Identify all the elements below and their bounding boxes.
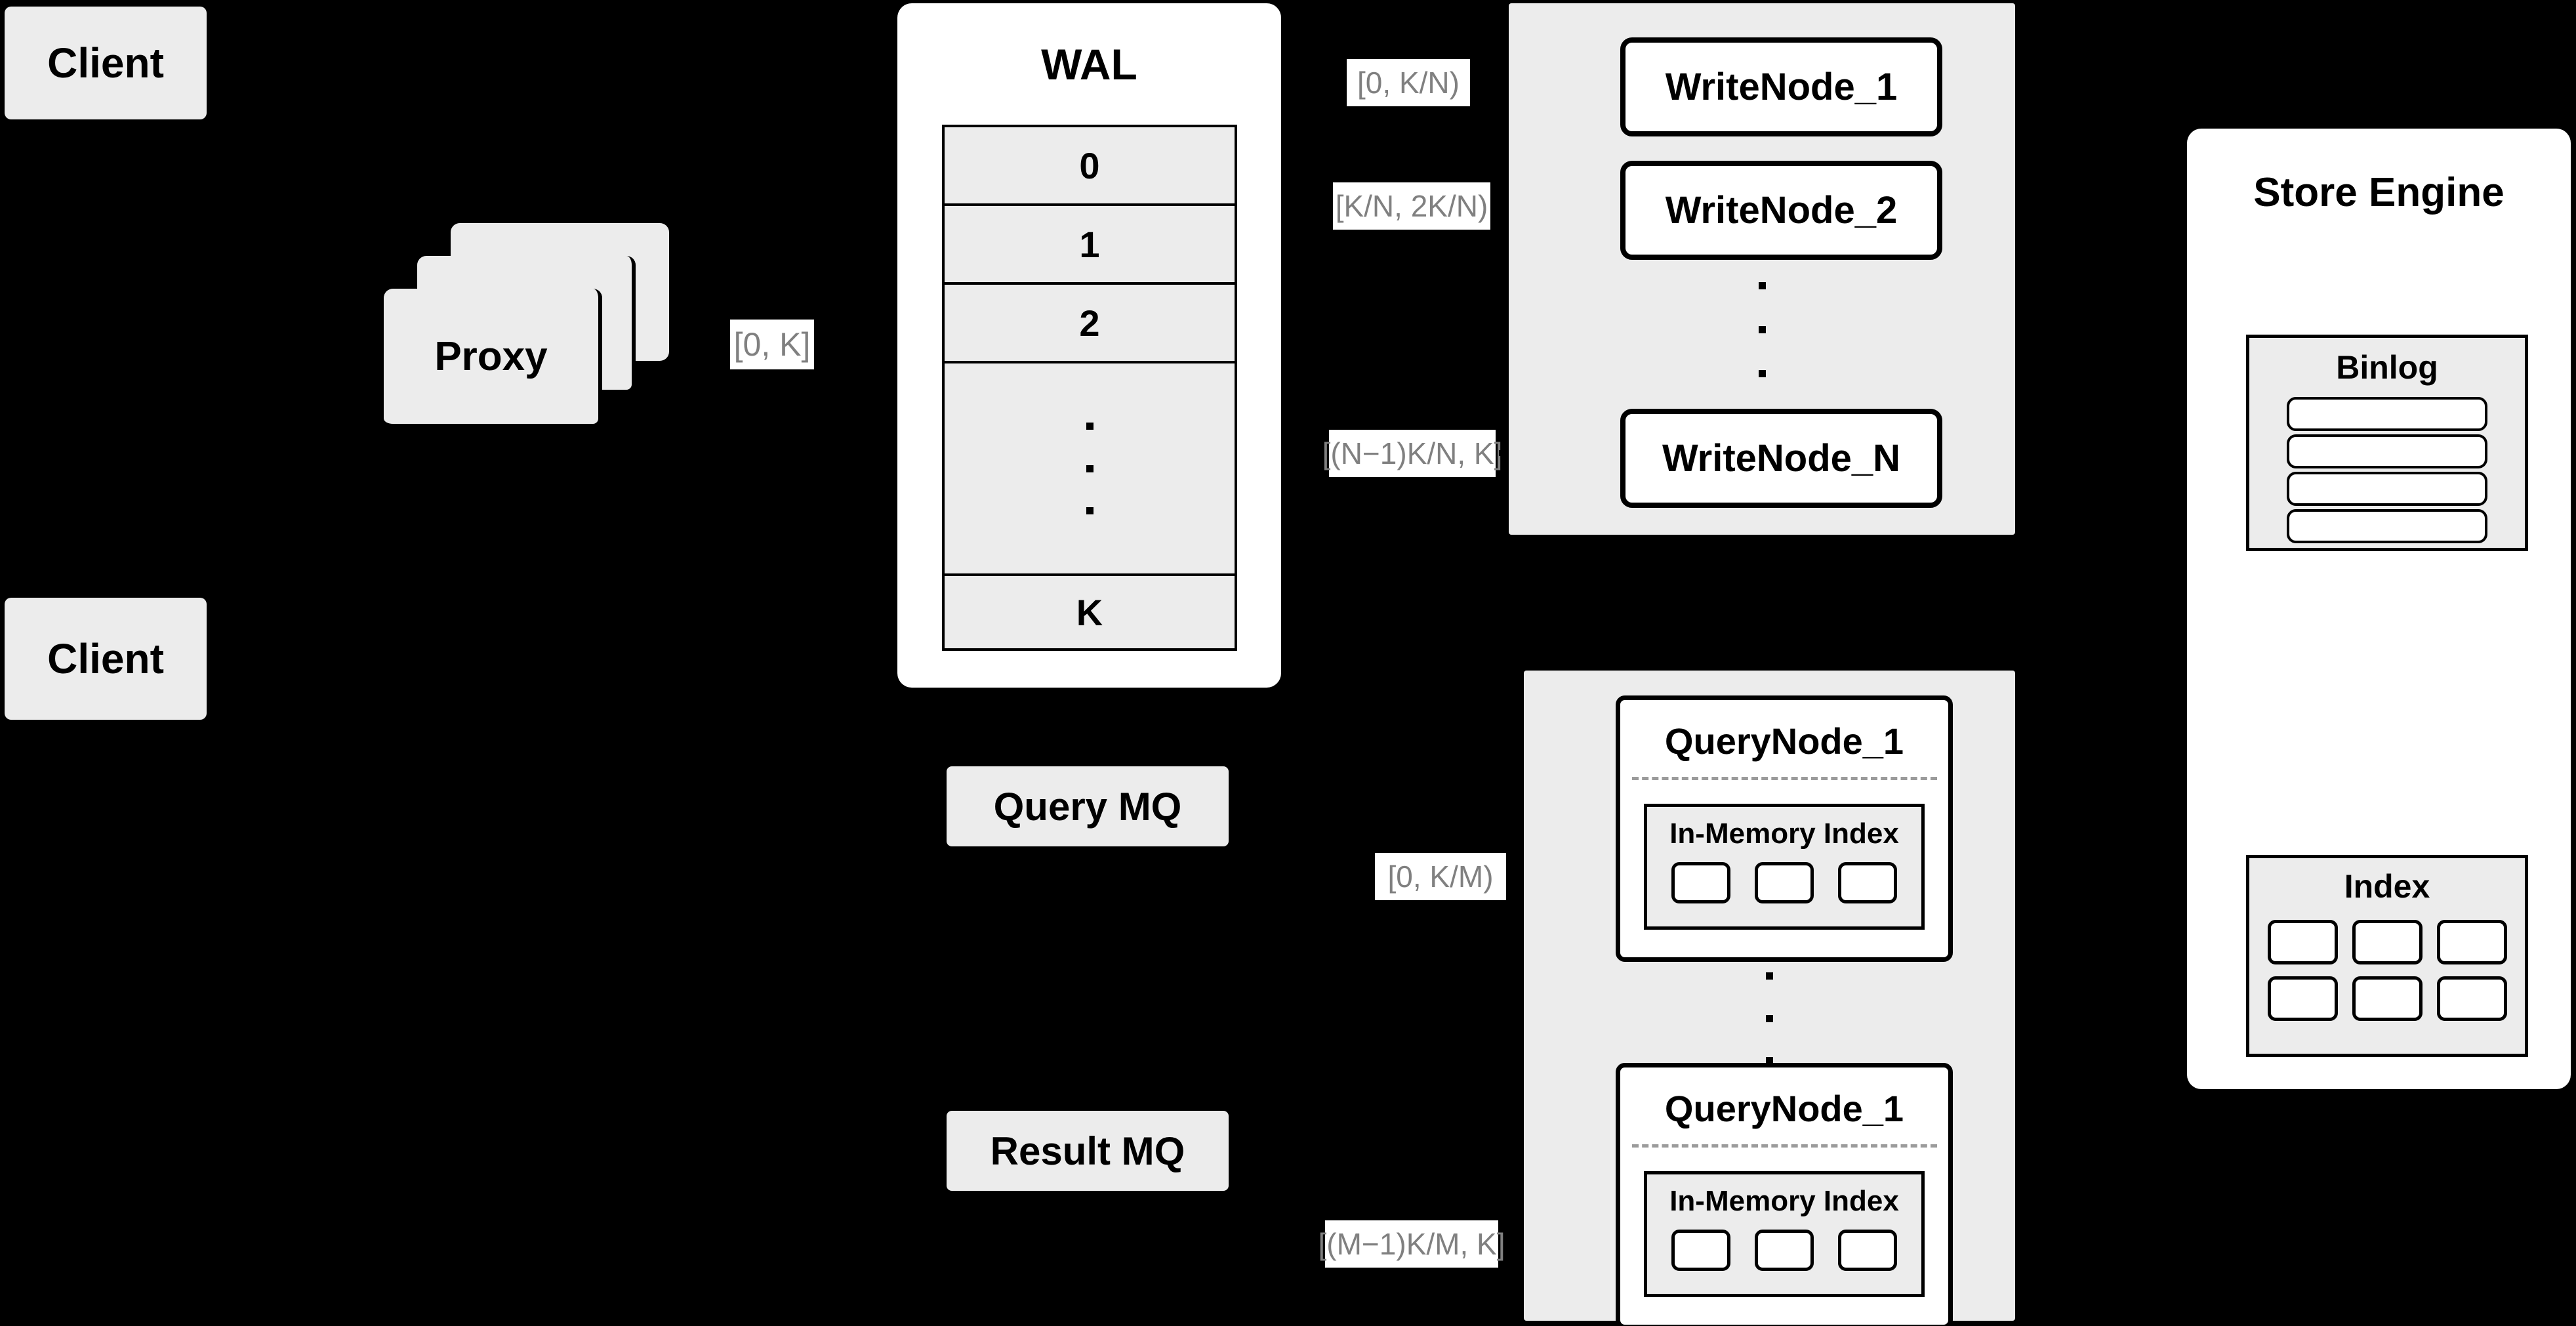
query-node-m-index-segment[interactable] [1755, 1230, 1814, 1271]
write-node-2-label: WriteNode_2 [1665, 189, 1898, 232]
index-cell[interactable] [2436, 920, 2507, 964]
wal-entry-k[interactable]: K [942, 576, 1237, 651]
query-node-1-inmemory-index: In-Memory Index [1644, 804, 1925, 930]
wal-entry-k-label: K [1076, 591, 1103, 633]
write-node-n[interactable]: WriteNode_N [1620, 409, 1942, 508]
wal-entry-0-label: 0 [1079, 144, 1100, 186]
range-label-proxy-to-wal-text: [0, K] [733, 326, 811, 363]
store-engine-panel: Store Engine Binlog Index [2187, 129, 2571, 1089]
write-node-1[interactable]: WriteNode_1 [1620, 37, 1942, 136]
wal-entry-1-label: 1 [1079, 223, 1100, 265]
wal-entry-2[interactable]: 2 [942, 285, 1237, 363]
query-node-m-inmemory-index: In-Memory Index [1644, 1171, 1925, 1297]
write-cluster-ellipsis-icon [1509, 282, 2015, 377]
query-node-1-inmemory-index-title: In-Memory Index [1669, 818, 1899, 850]
index-cell[interactable] [2267, 920, 2338, 964]
wal-title: WAL [1041, 40, 1137, 89]
range-label-write-node-2-text: [K/N, 2K/N) [1335, 189, 1488, 223]
binlog-row[interactable] [2287, 434, 2487, 468]
wal-entry-list: 0 1 2 K [942, 125, 1237, 651]
binlog-box: Binlog [2246, 335, 2528, 551]
binlog-row[interactable] [2287, 509, 2487, 543]
range-label-write-node-1: [0, K/N) [1347, 59, 1470, 106]
query-node-m-index-segment[interactable] [1671, 1230, 1730, 1271]
query-node-1-index-segment[interactable] [1671, 862, 1730, 903]
wal-entry-0[interactable]: 0 [942, 125, 1237, 206]
query-node-m-separator [1631, 1144, 1937, 1148]
index-box: Index [2246, 855, 2528, 1057]
write-node-1-label: WriteNode_1 [1665, 66, 1898, 108]
vertical-ellipsis-icon [1086, 423, 1094, 514]
client-box-2[interactable]: Client [5, 598, 207, 720]
range-label-write-node-1-text: [0, K/N) [1357, 66, 1460, 100]
range-label-write-node-n-text: [(N−1)K/N, K] [1322, 436, 1503, 470]
index-cell[interactable] [2352, 920, 2423, 964]
range-label-write-node-n: [(N−1)K/N, K] [1322, 430, 1502, 477]
query-mq-box[interactable]: Query MQ [947, 766, 1229, 846]
range-label-query-node-1-text: [0, K/M) [1387, 860, 1494, 894]
query-mq-label: Query MQ [993, 784, 1182, 829]
query-node-1[interactable]: QueryNode_1 In-Memory Index [1616, 695, 1953, 962]
query-node-m-index-segment[interactable] [1838, 1230, 1897, 1271]
index-title: Index [2344, 868, 2430, 905]
wal-panel: WAL 0 1 2 K [897, 3, 1281, 688]
client-label-1: Client [47, 39, 164, 87]
range-label-query-node-m: [(M−1)K/M, K] [1319, 1220, 1505, 1268]
write-cluster-container: WriteNode_1 WriteNode_2 WriteNode_N [1509, 3, 2015, 535]
proxy-label: Proxy [434, 333, 548, 379]
result-mq-label: Result MQ [990, 1129, 1185, 1173]
range-label-query-node-m-text: [(M−1)K/M, K] [1318, 1227, 1505, 1261]
query-node-1-separator [1631, 777, 1937, 780]
range-label-proxy-to-wal: [0, K] [730, 320, 814, 369]
store-engine-title: Store Engine [2253, 170, 2504, 215]
query-node-1-label: QueryNode_1 [1664, 720, 1904, 762]
binlog-row[interactable] [2287, 397, 2487, 431]
query-node-1-index-segment[interactable] [1838, 862, 1897, 903]
result-mq-box[interactable]: Result MQ [947, 1111, 1229, 1191]
wal-entry-2-label: 2 [1079, 302, 1100, 344]
index-cell[interactable] [2436, 976, 2507, 1021]
wal-entry-1[interactable]: 1 [942, 206, 1237, 285]
query-node-1-index-segment[interactable] [1755, 862, 1814, 903]
client-box-1[interactable]: Client [5, 7, 207, 119]
wal-entry-ellipsis [942, 363, 1237, 576]
proxy-box[interactable]: Proxy [384, 289, 602, 428]
index-cell[interactable] [2267, 976, 2338, 1021]
index-cell[interactable] [2352, 976, 2423, 1021]
query-node-m[interactable]: QueryNode_1 In-Memory Index [1616, 1063, 1953, 1326]
binlog-row[interactable] [2287, 472, 2487, 506]
binlog-title: Binlog [2336, 349, 2438, 386]
query-cluster-container: QueryNode_1 In-Memory Index QueryNode_1 … [1524, 671, 2015, 1326]
query-node-m-label: QueryNode_1 [1664, 1088, 1904, 1129]
client-label-2: Client [47, 635, 164, 682]
range-label-query-node-1: [0, K/M) [1375, 853, 1506, 900]
query-node-m-inmemory-index-title: In-Memory Index [1669, 1185, 1899, 1217]
write-node-n-label: WriteNode_N [1662, 437, 1901, 480]
range-label-write-node-2: [K/N, 2K/N) [1333, 182, 1490, 230]
query-cluster-ellipsis-icon [1524, 972, 2015, 1064]
write-node-2[interactable]: WriteNode_2 [1620, 161, 1942, 260]
